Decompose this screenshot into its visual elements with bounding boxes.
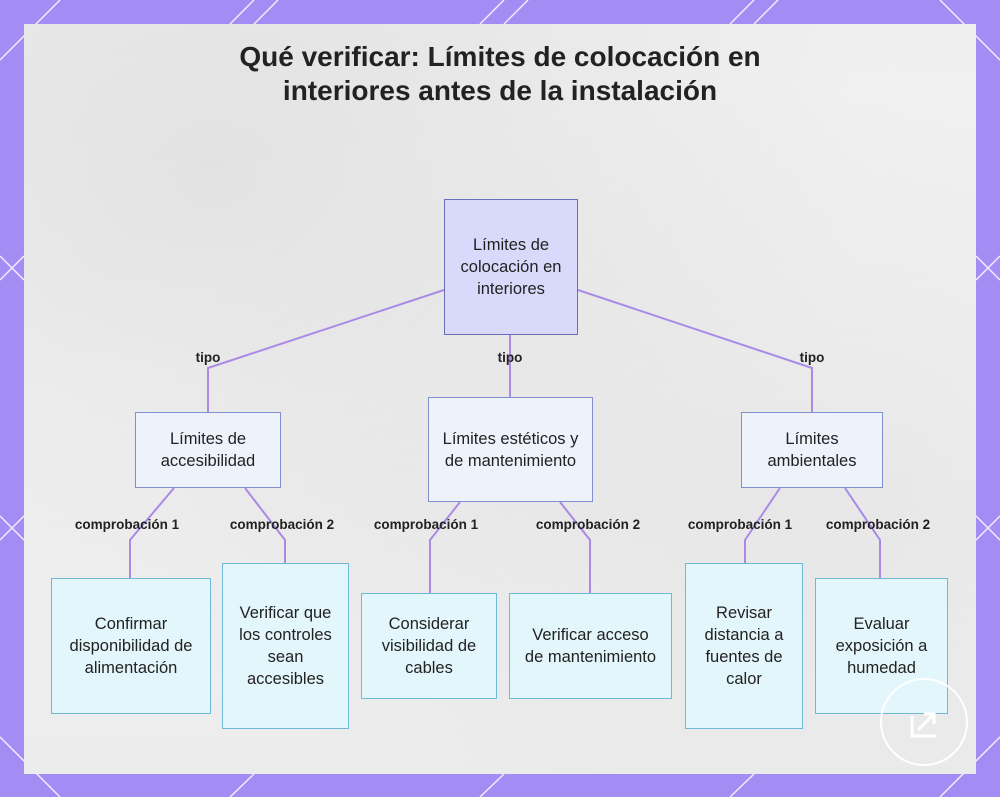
edge-label-tipo: tipo [497,350,523,365]
diagram-title: Qué verificar: Límites de colocación en … [239,41,761,106]
edge-amb-calor [744,487,781,563]
edge-acc-alimentacion [129,487,175,578]
edge-label-check2: comprobación 2 [229,517,335,532]
edge-label-tipo: tipo [799,350,825,365]
edge-label-check1: comprobación 1 [373,517,479,532]
node-esteticos: Límites estéticos y de mantenimiento [428,397,593,502]
node-controles: Verificar que los controles sean accesib… [222,563,349,729]
edge-label-check1: comprobación 1 [687,517,793,532]
node-ambientales: Límites ambientales [741,412,883,488]
edge-acc-controles [244,487,286,563]
edge-root-accesibilidad [207,289,445,412]
node-calor: Revisar distancia a fuentes de calor [685,563,803,729]
edge-label-check2: comprobación 2 [535,517,641,532]
share-logo-icon [880,678,968,766]
edge-label-check2: comprobación 2 [825,517,931,532]
edge-amb-humedad [844,487,881,578]
edge-label-tipo: tipo [195,350,221,365]
node-alimentacion: Confirmar disponibilidad de alimentación [51,578,211,714]
edge-root-ambientales [577,289,813,412]
edge-est-cables [429,501,461,593]
edge-est-acceso [559,501,591,593]
node-cables: Considerar visibilidad de cables [361,593,497,699]
node-root: Límites de colocación en interiores [444,199,578,335]
node-acceso: Verificar acceso de mantenimiento [509,593,672,699]
node-accesibilidad: Límites de accesibilidad [135,412,281,488]
edge-label-check1: comprobación 1 [74,517,180,532]
